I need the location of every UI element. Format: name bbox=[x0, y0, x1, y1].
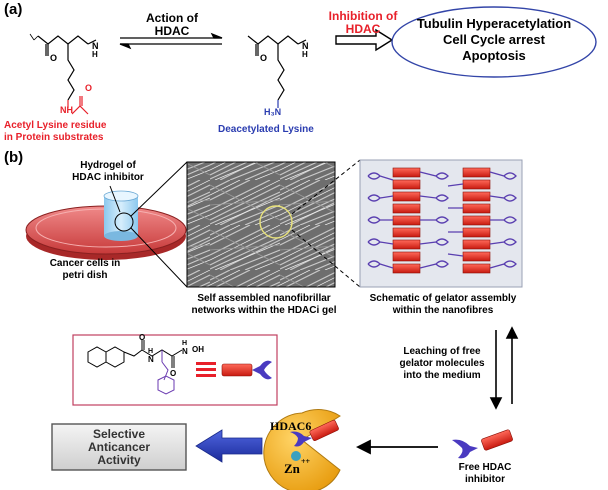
schematic-line-2: within the nanofibres bbox=[392, 305, 494, 316]
inhibition-arrow bbox=[335, 28, 394, 52]
right-n-label: N bbox=[302, 41, 309, 51]
hdac6-label: HDAC6 bbox=[270, 419, 312, 433]
leaching-line-1: Leaching of free bbox=[403, 346, 481, 357]
action-of-label: Action of bbox=[146, 11, 198, 25]
zoom-line-top bbox=[130, 161, 188, 217]
outcome-line-2: Cell Cycle arrest bbox=[443, 32, 545, 47]
selective-line-3: Activity bbox=[97, 453, 141, 467]
mol-n1-label: N bbox=[148, 355, 154, 364]
leaching-line-2: gelator molecules bbox=[399, 358, 485, 369]
acetyl-caption-line-1: Acetyl Lysine residue bbox=[4, 120, 107, 131]
inhibitor-icon bbox=[221, 360, 272, 380]
anticancer-arrow bbox=[195, 429, 263, 463]
equilibrium-arrows bbox=[119, 32, 223, 50]
nanofibril-line-1: Self assembled nanofibrillar bbox=[197, 293, 331, 304]
sem-zoom-top bbox=[291, 159, 361, 215]
hydrogel-pointer bbox=[109, 185, 121, 213]
hdac6-enzyme bbox=[263, 409, 341, 490]
bound-inhibitor-icon bbox=[290, 419, 339, 447]
deacetyl-caption: Deacetylated Lysine bbox=[218, 124, 314, 135]
binding-arrow bbox=[355, 439, 438, 455]
selective-line-2: Anticancer bbox=[87, 440, 151, 454]
mol-h2-label: H bbox=[182, 340, 188, 347]
selective-line-1: Selective bbox=[92, 427, 146, 441]
panel-a-label: (a) bbox=[4, 1, 23, 18]
inhibitor-structure bbox=[87, 340, 183, 395]
left-o-label: O bbox=[50, 53, 58, 63]
zoom-line-bottom bbox=[130, 227, 188, 288]
outcome-line-1: Tubulin Hyperacetylation bbox=[416, 16, 572, 31]
selective-activity-box bbox=[51, 423, 187, 471]
mol-oh-label: OH bbox=[192, 345, 204, 354]
outcome-line-3: Apoptosis bbox=[462, 48, 526, 63]
free-inhibitor-line-1: Free HDAC bbox=[458, 462, 512, 473]
schematic-line-1: Schematic of gelator assembly bbox=[369, 293, 517, 304]
mol-o2-label: O bbox=[170, 369, 177, 378]
inhibition-of-label: Inhibition of bbox=[328, 9, 398, 23]
zinc-charge-label: ++ bbox=[301, 457, 311, 466]
equivalence-sign bbox=[196, 362, 216, 377]
right-h-label: H bbox=[302, 50, 308, 59]
deacetylated-lysine-structure bbox=[247, 35, 307, 108]
hydrogel-line-2: HDAC inhibitor bbox=[72, 172, 144, 183]
hydrogel-focus-circle bbox=[114, 212, 134, 232]
hydrogel-cylinder bbox=[103, 190, 139, 241]
acetyl-o-label: O bbox=[85, 83, 93, 93]
mol-n2-label: N bbox=[182, 347, 188, 356]
gelator-assembly-schematic bbox=[359, 159, 523, 288]
panel-b-label: (b) bbox=[4, 149, 24, 166]
sem-highlight-circle bbox=[259, 205, 293, 239]
amine-label: H₃N bbox=[264, 107, 282, 117]
leaching-arrows bbox=[489, 326, 519, 410]
acetyl-caption-line-2: in Protein substrates bbox=[4, 132, 104, 143]
zinc-label: Zn bbox=[284, 461, 300, 476]
hydrogel-line-1: Hydrogel of bbox=[80, 160, 136, 171]
left-h-label: H bbox=[92, 50, 98, 59]
mol-o1-label: O bbox=[139, 333, 146, 342]
left-n-label: N bbox=[92, 41, 99, 51]
cancer-line-2: petri dish bbox=[62, 270, 108, 281]
action-hdac-label: HDAC bbox=[154, 24, 190, 38]
mol-h-label: H bbox=[148, 348, 154, 355]
free-inhibitor-line-2: inhibitor bbox=[465, 474, 505, 485]
acetyl-nh-label: NH bbox=[60, 105, 73, 115]
acetyl-lysine-structure bbox=[29, 33, 97, 115]
nanofibril-line-2: networks within the HDACi gel bbox=[191, 305, 337, 316]
leaching-line-3: into the medium bbox=[403, 370, 481, 381]
sem-nanofiber-image bbox=[186, 161, 336, 288]
cancer-line-1: Cancer cells in bbox=[49, 258, 121, 269]
inhibition-hdac-label: HDAC bbox=[345, 22, 381, 36]
right-o-label: O bbox=[260, 53, 268, 63]
sem-zoom-bottom bbox=[291, 229, 361, 288]
free-inhibitor-icon bbox=[452, 429, 513, 459]
outcome-ellipse bbox=[391, 6, 597, 78]
